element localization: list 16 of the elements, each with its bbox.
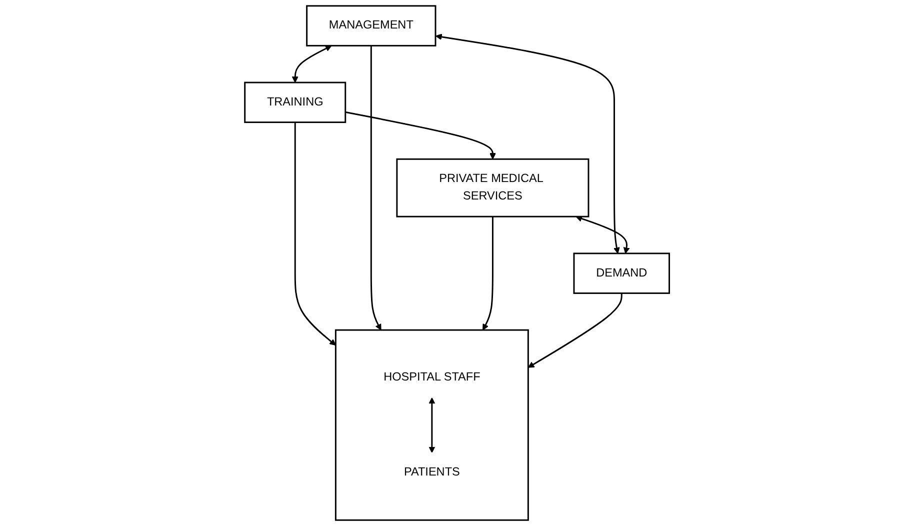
node-box: DEMAND	[573, 252, 670, 294]
node-text: HOSPITAL STAFF	[384, 370, 480, 384]
arrow	[292, 46, 332, 83]
node-box: MANAGEMENT	[306, 5, 436, 46]
arrow	[370, 46, 382, 330]
arrow	[482, 216, 494, 330]
node-box: TRAINING	[244, 82, 346, 124]
arrow	[294, 122, 336, 346]
arrow	[428, 397, 436, 453]
arrow	[576, 216, 630, 254]
arrow	[345, 111, 496, 160]
node-text: PATIENTS	[404, 466, 460, 478]
arrow	[435, 34, 620, 254]
arrow	[528, 293, 622, 368]
node-box: PRIVATE MEDICAL SERVICES	[396, 158, 590, 218]
cluster	[334, 329, 529, 521]
